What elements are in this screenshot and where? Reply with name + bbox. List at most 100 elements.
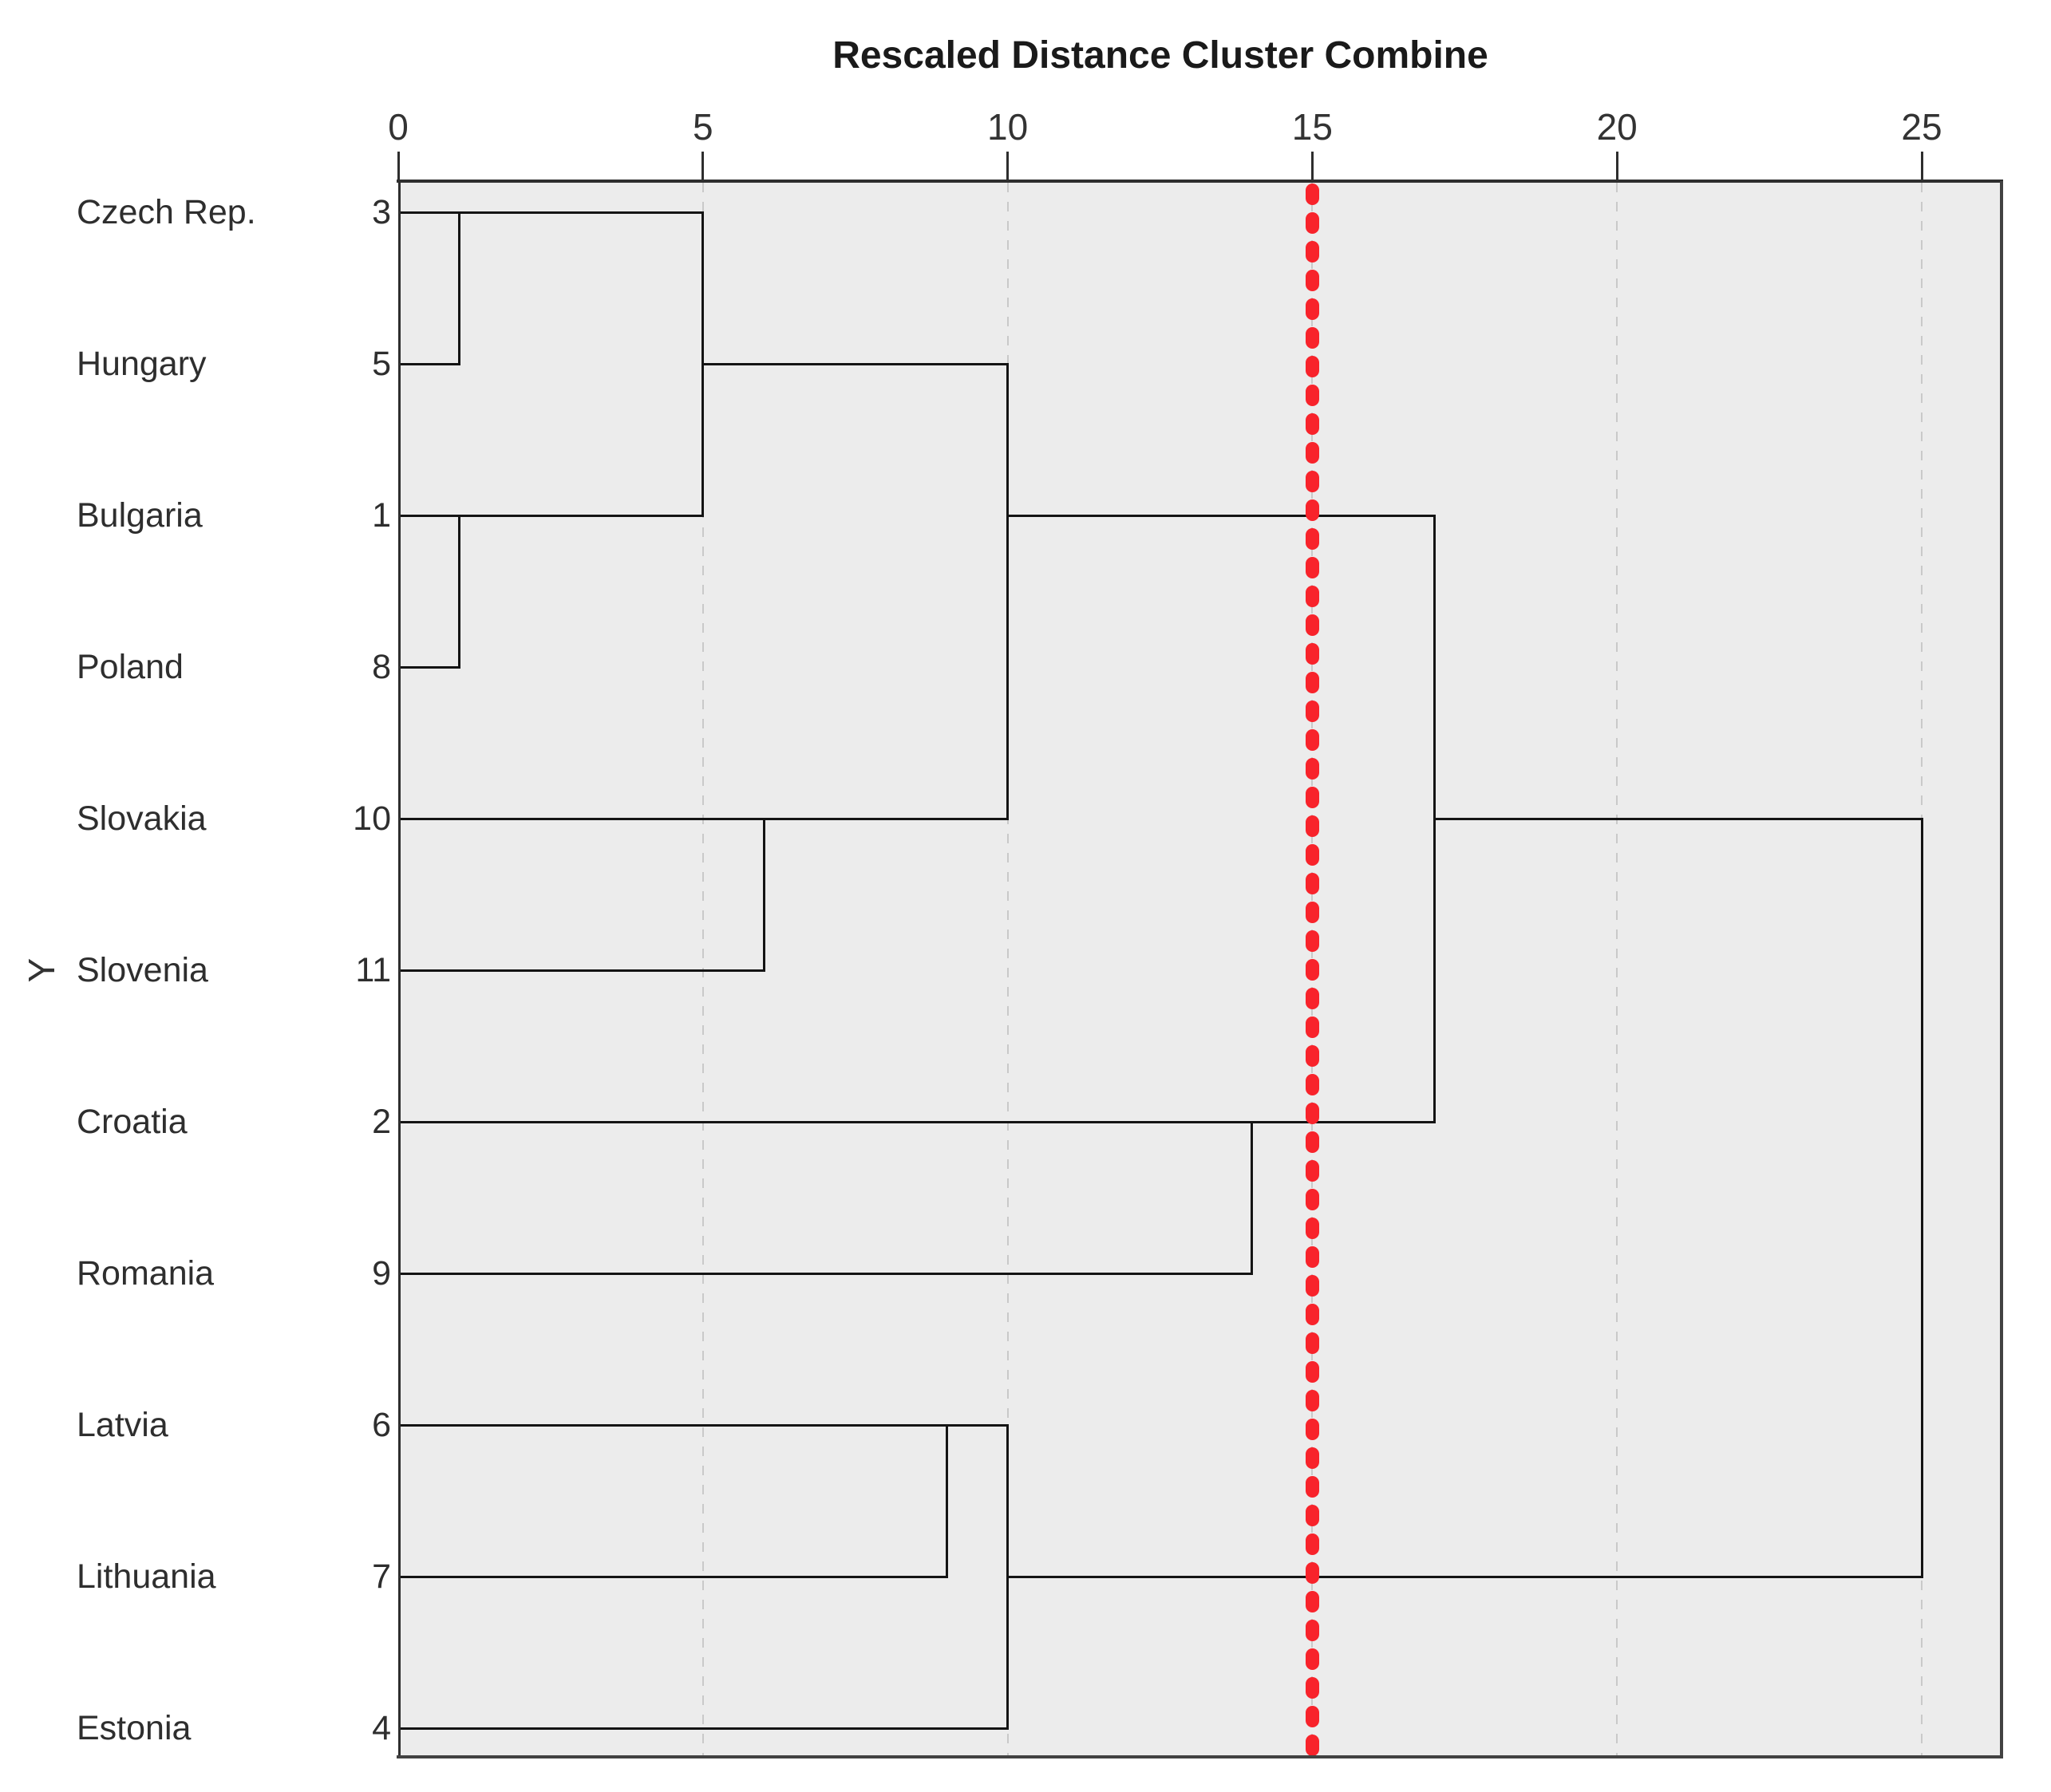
x-axis-tick-label-20: 20 [1596,106,1638,148]
dendrogram-segment [1006,1423,1010,1730]
cutoff-dot [1305,815,1319,837]
cutoff-dot [1305,413,1319,435]
cutoff-dot [1305,643,1319,665]
case-number-8: 8 [372,648,391,686]
dendrogram-segment [1006,362,1010,820]
cutoff-dot [1305,1160,1319,1182]
row-label-estonia: Estonia [77,1709,192,1747]
x-axis-tick-15 [1310,152,1314,180]
cutoff-dot [1305,614,1319,636]
row-label-lithuania: Lithuania [77,1557,216,1596]
cutoff-dot [1305,528,1319,550]
cutoff-dot [1305,1074,1319,1095]
x-axis-tick-label-0: 0 [388,106,409,148]
dendrogram-segment [1250,1120,1253,1275]
case-number-4: 4 [372,1709,391,1747]
cutoff-dot [1305,1591,1319,1612]
x-axis-line [397,180,2003,183]
gridline-10 [1006,183,1009,1755]
case-number-5: 5 [372,345,391,383]
dendrogram-segment [1433,514,1436,1123]
dendrogram-segment [398,1727,1008,1730]
cutoff-dot [1305,1390,1319,1411]
cutoff-dot [1305,787,1319,808]
dendrogram-segment [398,1575,947,1578]
cutoff-dot [1305,1304,1319,1325]
dendrogram-segment [398,817,1008,820]
row-label-croatia: Croatia [77,1103,188,1141]
row-label-poland: Poland [77,648,184,686]
x-axis-tick-label-10: 10 [987,106,1029,148]
cutoff-dot [1305,1419,1319,1440]
cutoff-dot [1305,1131,1319,1153]
cutoff-dot [1305,729,1319,751]
dendrogram-segment [457,514,460,669]
case-number-1: 1 [372,496,391,535]
cutoff-dot [1305,1505,1319,1526]
cutoff-dot [1305,701,1319,722]
case-number-2: 2 [372,1103,391,1141]
dendrogram-segment [398,211,703,214]
row-label-hungary: Hungary [77,345,207,383]
x-axis-tick-10 [1006,152,1010,180]
x-axis-tick-label-5: 5 [693,106,713,148]
cutoff-dot [1305,902,1319,923]
cutoff-dot [1305,1218,1319,1239]
cutoff-dot [1305,1103,1319,1124]
cutoff-dot [1305,930,1319,952]
row-label-bulgaria: Bulgaria [77,496,203,535]
case-number-11: 11 [355,951,391,989]
cutoff-dot [1305,1735,1319,1756]
cutoff-dot [1305,1361,1319,1383]
row-label-latvia: Latvia [77,1406,168,1444]
frame-right [2000,181,2003,1758]
cutoff-dot [1305,356,1319,377]
cutoff-dot [1305,442,1319,464]
cutoff-dot [1305,298,1319,320]
case-number-9: 9 [372,1254,391,1293]
cutoff-dot [1305,471,1319,492]
cutoff-dot [1305,270,1319,291]
gridline-20 [1616,183,1618,1755]
cutoff-dot [1305,1189,1319,1210]
y-axis-title: Y [21,957,62,983]
cutoff-dot [1305,586,1319,607]
cutoff-dot [1305,1620,1319,1641]
dendrogram-segment [1007,514,1435,517]
dendrogram-segment [398,1423,1008,1427]
dendrogram-segment [945,1423,948,1578]
dendrogram-segment [701,211,705,517]
cutoff-dot [1305,499,1319,521]
dendrogram-segment [398,665,460,669]
y-axis-line [398,181,401,1757]
cutoff-dot [1305,758,1319,780]
cutoff-dot [1305,184,1319,205]
row-label-slovenia: Slovenia [77,951,208,989]
cutoff-dot [1305,1706,1319,1727]
dendrogram-segment [1007,1575,1922,1578]
dendrogram-segment [398,362,460,365]
cutoff-dot [1305,241,1319,262]
cutoff-dot [1305,1016,1319,1038]
cutoff-dot [1305,327,1319,349]
cutoff-dot [1305,385,1319,406]
dendrogram-segment [762,817,765,972]
cutoff-dot [1305,1045,1319,1067]
x-axis-tick-0 [397,152,400,180]
case-number-6: 6 [372,1406,391,1444]
dendrogram-segment [702,362,1008,365]
cutoff-dot [1305,1476,1319,1498]
cutoff-dot [1305,672,1319,693]
row-label-romania: Romania [77,1254,215,1293]
cutoff-dot [1305,212,1319,234]
cutoff-dot [1305,1275,1319,1297]
frame-bottom [397,1755,2003,1758]
dendrogram-segment [1920,817,1923,1578]
row-label-slovakia: Slovakia [77,799,207,838]
cutoff-dot [1305,557,1319,578]
cutoff-dot [1305,844,1319,866]
x-axis-tick-5 [701,152,705,180]
cutoff-dot [1305,1332,1319,1354]
case-number-7: 7 [372,1557,391,1596]
